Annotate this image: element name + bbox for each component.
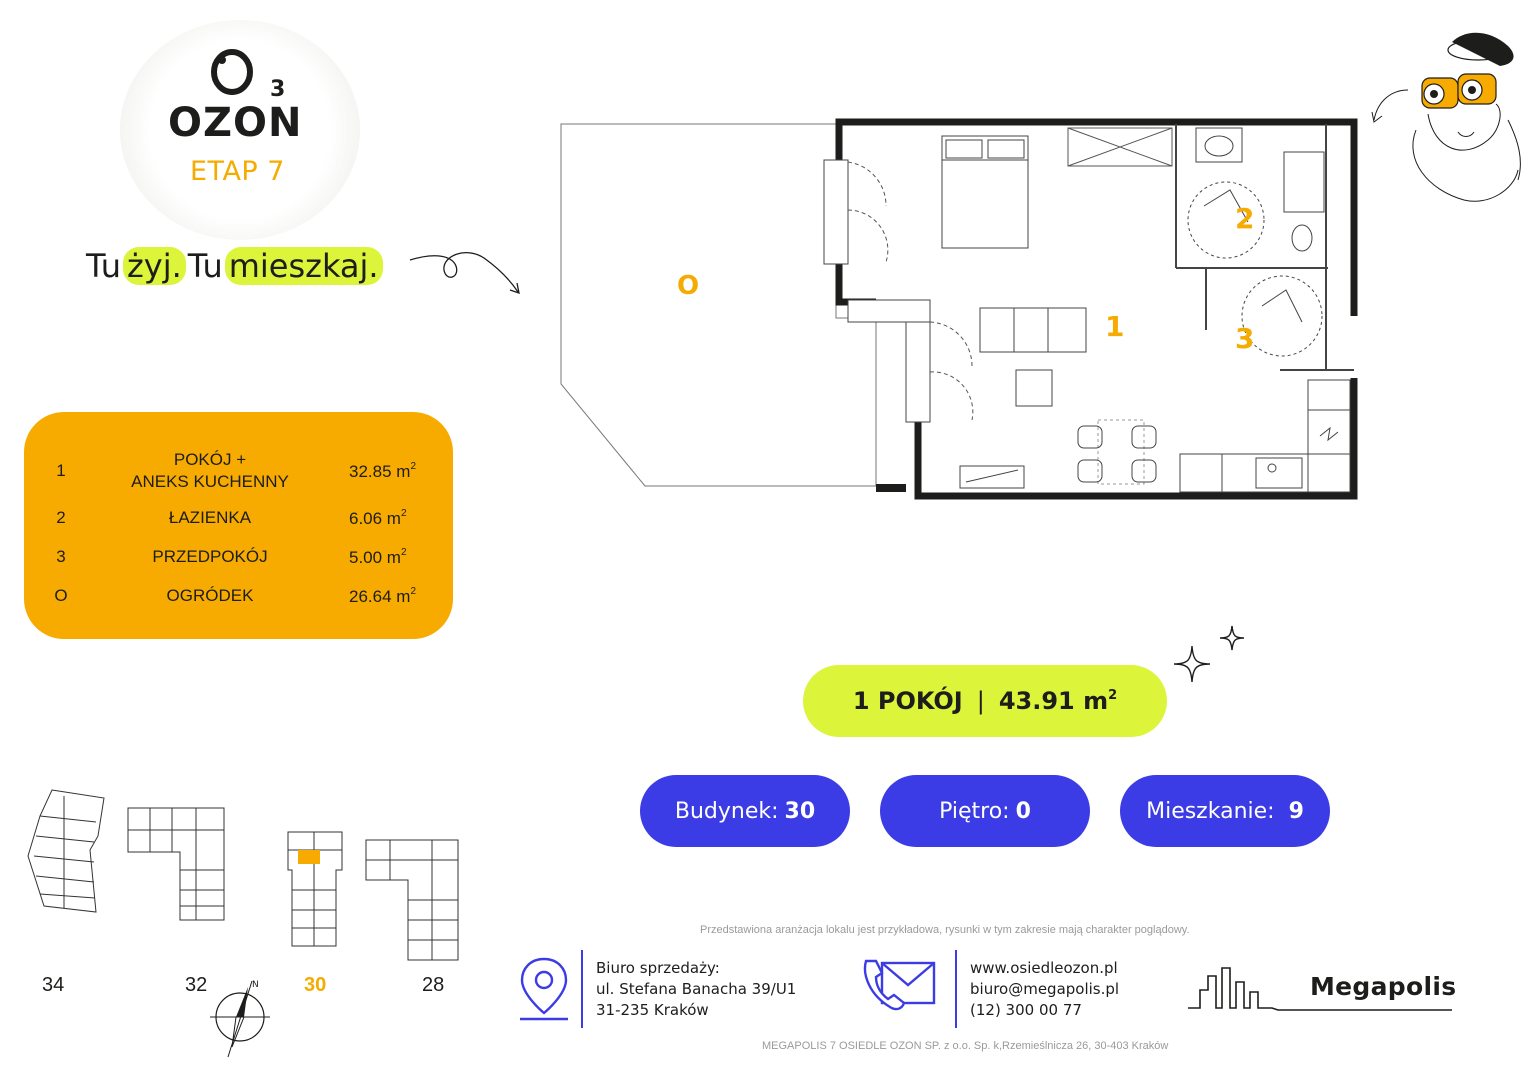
building-30-outline (287, 831, 343, 947)
building-label-30: 30 (304, 974, 327, 996)
email-link[interactable]: biuro@megapolis.pl (970, 980, 1120, 998)
summary-area-unit: 2 (1108, 688, 1118, 703)
room-area: 5.00 m2 (349, 547, 449, 568)
building-label-28: 28 (422, 974, 445, 996)
building-pill: Budynek:30 (640, 775, 850, 847)
room-row: O OGRÓDEK 26.64 m2 (24, 584, 453, 608)
slogan-part-2: żyj. (122, 247, 186, 285)
apartment-label: Mieszkanie: (1146, 798, 1275, 824)
building-34-outline (27, 789, 105, 913)
apartment-summary: 1 POKÓJ | 43.91 m2 (803, 665, 1167, 737)
summary-separator: | (976, 687, 985, 715)
plan-label-room-2: 2 (1235, 202, 1254, 235)
room-name: PRZEDPOKÓJ (152, 547, 268, 566)
sparkle-icon (1173, 625, 1245, 683)
plan-label-garden: O (677, 271, 699, 301)
room-name-line: POKÓJ + (173, 450, 247, 469)
apartment-value: 9 (1288, 798, 1304, 824)
room-area-value: 26.64 m (349, 586, 411, 606)
room-area-unit: 2 (410, 460, 416, 472)
sales-office-street: ul. Stefana Banacha 39/U1 (596, 980, 797, 998)
slogan-part-4: mieszkaj. (224, 247, 383, 285)
contact-details: www.osiedleozon.pl biuro@megapolis.pl (1… (970, 958, 1119, 1021)
disclaimer: Przedstawiona aranżacja lokalu jest przy… (700, 924, 1190, 936)
room-area-value: 6.06 m (349, 508, 401, 528)
building-value: 30 (784, 798, 816, 824)
floor-label: Piętro: (939, 798, 1010, 824)
building-label-34: 34 (42, 974, 65, 996)
megapolis-skyline-icon (1188, 967, 1452, 1011)
room-row: 1 POKÓJ + ANEKS KUCHENNY 32.85 m2 (24, 446, 453, 496)
location-pin-icon (520, 957, 568, 1021)
inner-walls (1175, 124, 1354, 371)
room-number: 2 (56, 508, 66, 527)
floor-plan: O 1 2 3 (560, 118, 1358, 500)
room-row: 3 PRZEDPOKÓJ 5.00 m2 (24, 545, 453, 569)
room-area: 6.06 m2 (349, 508, 449, 529)
rooms-table: 1 POKÓJ + ANEKS KUCHENNY 32.85 m2 2 ŁAZI… (24, 412, 453, 639)
room-area-unit: 2 (400, 507, 407, 519)
phone-number[interactable]: (12) 300 00 77 (970, 1001, 1082, 1019)
room-name: OGRÓDEK (166, 586, 254, 605)
room-area: 32.85 m2 (349, 461, 449, 482)
room-number: 1 (56, 461, 66, 480)
floor-pill: Piętro:0 (880, 775, 1090, 847)
sales-office-title: Biuro sprzedaży: (596, 959, 720, 977)
slogan-part-1: Tu (86, 247, 121, 285)
summary-area: 43.91 m2 (999, 687, 1117, 715)
slogan: Tu żyj. Tu mieszkaj. (86, 244, 385, 288)
building-label-32: 32 (185, 974, 208, 996)
room-area: 26.64 m2 (349, 586, 449, 607)
room-name: ŁAZIENKA (168, 508, 252, 527)
site-plan (27, 789, 459, 961)
website-link[interactable]: www.osiedleozon.pl (970, 959, 1118, 977)
brand-stage: ETAP 7 (190, 156, 285, 187)
room-number: 3 (56, 547, 66, 566)
ozon-o3-logo-icon: 3 (211, 49, 285, 102)
building-label: Budynek: (674, 798, 779, 824)
developer-name: Megapolis (1310, 972, 1457, 1001)
footer-legal: MEGAPOLIS 7 OSIEDLE OZON SP. z o.o. Sp. … (762, 1040, 1169, 1052)
room-number: O (54, 586, 68, 605)
building-32-outline (127, 807, 225, 921)
room-row: 2 ŁAZIENKA 6.06 m2 (24, 506, 453, 530)
room-area-value: 5.00 m (349, 547, 401, 567)
compass-icon: N (210, 980, 270, 1058)
room-name-line: ANEKS KUCHENNY (131, 472, 289, 491)
highlighted-apartment-marker (298, 850, 320, 864)
room-area-unit: 2 (400, 546, 407, 558)
sales-office-city: 31-235 Kraków (596, 1001, 709, 1019)
room-name: POKÓJ + ANEKS KUCHENNY (110, 449, 310, 493)
divider (955, 950, 957, 1028)
floor-value: 0 (1015, 798, 1031, 824)
brand-name: OZON (168, 100, 303, 146)
phone-envelope-icon (863, 959, 936, 1011)
curly-arrow-icon (409, 252, 520, 294)
sales-office: Biuro sprzedaży: ul. Stefana Banacha 39/… (596, 958, 796, 1021)
summary-rooms: 1 POKÓJ (852, 687, 963, 715)
divider (581, 950, 583, 1028)
summary-area-value: 43.91 m (998, 687, 1109, 715)
room-area-unit: 2 (410, 585, 416, 597)
doors (847, 161, 974, 421)
compass-letter: N (252, 980, 259, 990)
slogan-part-3: Tu (187, 247, 223, 285)
kitchen (1179, 379, 1351, 493)
room-area-value: 32.85 m (349, 461, 411, 481)
plan-label-room-1: 1 (1105, 310, 1124, 343)
bathroom-fixtures (1187, 127, 1325, 357)
svg-text:3: 3 (270, 77, 285, 102)
building-28-outline (365, 839, 459, 961)
apartment-pill: Mieszkanie: 9 (1120, 775, 1330, 847)
binocular-girl-illustration (1371, 32, 1521, 202)
plan-label-room-3: 3 (1235, 322, 1254, 355)
